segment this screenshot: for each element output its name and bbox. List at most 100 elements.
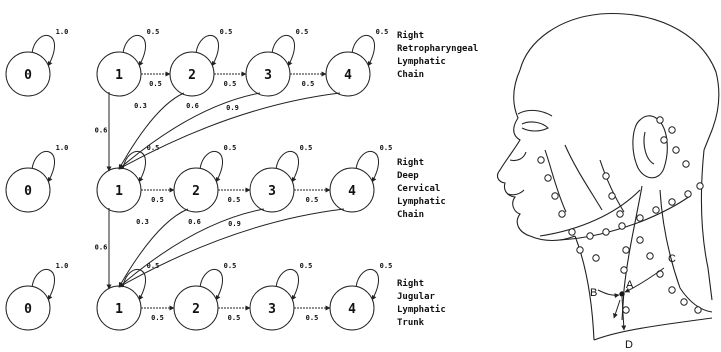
label-line: Lymphatic xyxy=(397,305,446,315)
label-line: Trunk xyxy=(397,318,425,328)
label-retropharyngeal: Right Retropharyngeal Lymphatic Chain xyxy=(397,30,478,82)
label-line: Right xyxy=(397,279,425,289)
self-loop-probability: 0.5 xyxy=(380,262,393,270)
facial-vessel-1 xyxy=(544,149,567,213)
brow xyxy=(517,109,553,117)
self-loop-arrow xyxy=(275,268,299,301)
facial-vessel-2 xyxy=(564,144,603,211)
forward-probability: 0.5 xyxy=(151,196,164,204)
point-label-d: D xyxy=(625,339,633,351)
self-loop-probability: 0.5 xyxy=(296,28,309,36)
lymph-node-dot xyxy=(660,136,668,144)
lymph-node-dot xyxy=(694,306,702,314)
lymph-node-dot xyxy=(537,156,545,164)
lymph-node-dot xyxy=(622,246,630,254)
label-line: Chain xyxy=(397,210,425,220)
neck-vessel-branch xyxy=(659,189,713,313)
forward-probability: 0.5 xyxy=(224,80,237,88)
lymph-nodes xyxy=(537,116,704,314)
label-line: Deep xyxy=(397,171,419,181)
inter-chain-arrow xyxy=(118,92,185,170)
lymph-node-dot xyxy=(668,126,676,134)
state-node-label: 2 xyxy=(188,68,196,83)
inter-chain-arrow xyxy=(118,92,261,170)
point-labels: A B C D xyxy=(590,253,676,351)
label-jugular-trunk: Right Jugular Lymphatic Trunk xyxy=(397,278,446,330)
self-loop-probability: 1.0 xyxy=(56,28,69,36)
state-node-label: 1 xyxy=(115,302,123,317)
lymph-node-dot xyxy=(602,172,610,180)
lymph-node-dot xyxy=(668,198,676,206)
label-line: Jugular xyxy=(397,292,435,302)
label-line: Retropharyngeal xyxy=(397,44,479,54)
state-node-label: 1 xyxy=(115,68,123,83)
self-loop-probability: 0.5 xyxy=(376,28,389,36)
lymph-node-dot xyxy=(682,160,690,168)
lymph-node-dot xyxy=(680,298,688,306)
self-loop-arrow xyxy=(122,34,146,67)
forward-probability: 0.5 xyxy=(228,314,241,322)
self-loop-arrow xyxy=(275,150,299,183)
inter-chain-probability: 0.6 xyxy=(188,218,201,226)
inter-chain-probability: 0.9 xyxy=(226,104,239,112)
neck-vessel-cross xyxy=(559,195,691,241)
self-loop-probability: 0.5 xyxy=(224,144,237,152)
self-loop-probability: 0.5 xyxy=(380,144,393,152)
self-loop-probability: 0.5 xyxy=(224,262,237,270)
head-outline xyxy=(519,12,720,151)
lymph-node-dot xyxy=(620,266,628,274)
lymph-node-dot xyxy=(636,214,644,222)
inter-chain-probability: 0.6 xyxy=(95,127,108,135)
inter-chain-probability: 0.6 xyxy=(186,102,199,110)
lymph-node-dot xyxy=(602,228,610,236)
lymph-node-dot xyxy=(622,306,630,314)
state-node-label: 4 xyxy=(344,68,352,83)
arrow-b-to-a xyxy=(597,289,620,299)
lymph-node-dot xyxy=(656,270,664,278)
state-node-label: 3 xyxy=(268,184,276,199)
lymph-node-dot xyxy=(652,206,660,214)
label-line: Right xyxy=(397,31,425,41)
lymph-node-dot xyxy=(668,286,676,294)
lymph-node-dot xyxy=(551,192,559,200)
state-node-label: 2 xyxy=(192,302,200,317)
state-node-label: 0 xyxy=(24,184,32,199)
ear-inner xyxy=(643,131,655,165)
arrow-a-to-d xyxy=(621,296,627,331)
self-loop-probability: 0.5 xyxy=(300,144,313,152)
label-line: Cervical xyxy=(397,184,441,194)
state-node xyxy=(5,167,51,213)
jaw-line xyxy=(539,189,641,237)
lymph-node-dot xyxy=(592,254,600,262)
lymph-node-dot xyxy=(618,222,626,230)
eye xyxy=(521,121,549,132)
ear xyxy=(632,115,668,179)
lymph-node-dot xyxy=(672,146,680,154)
self-loop-arrow xyxy=(271,34,295,67)
back-of-neck xyxy=(700,149,713,301)
forward-probability: 0.5 xyxy=(228,196,241,204)
arrow-a-left xyxy=(613,299,621,319)
lymph-node-dot xyxy=(684,190,692,198)
state-node-label: 4 xyxy=(348,302,356,317)
face-profile xyxy=(496,69,576,242)
lymph-node-dot xyxy=(646,252,654,260)
self-loop-arrow xyxy=(195,34,219,67)
neck-vessel-main xyxy=(621,185,643,321)
inter-chain-arrow xyxy=(118,208,345,288)
nose-line xyxy=(509,151,527,162)
forward-probability: 0.5 xyxy=(149,80,162,88)
inter-chain-probability: 0.9 xyxy=(228,220,241,228)
label-line: Lymphatic xyxy=(397,197,446,207)
facial-vessel-3 xyxy=(599,159,625,213)
state-node-label: 3 xyxy=(268,302,276,317)
inter-chain-probability: 0.3 xyxy=(136,218,149,226)
inter-chain-arrow xyxy=(118,208,265,288)
self-loop-arrow xyxy=(31,268,55,301)
lymph-node-dot xyxy=(568,228,576,236)
lymph-node-dot xyxy=(636,236,644,244)
state-node-label: 2 xyxy=(192,184,200,199)
mouth-line xyxy=(507,189,525,196)
state-node-label: 3 xyxy=(264,68,272,83)
